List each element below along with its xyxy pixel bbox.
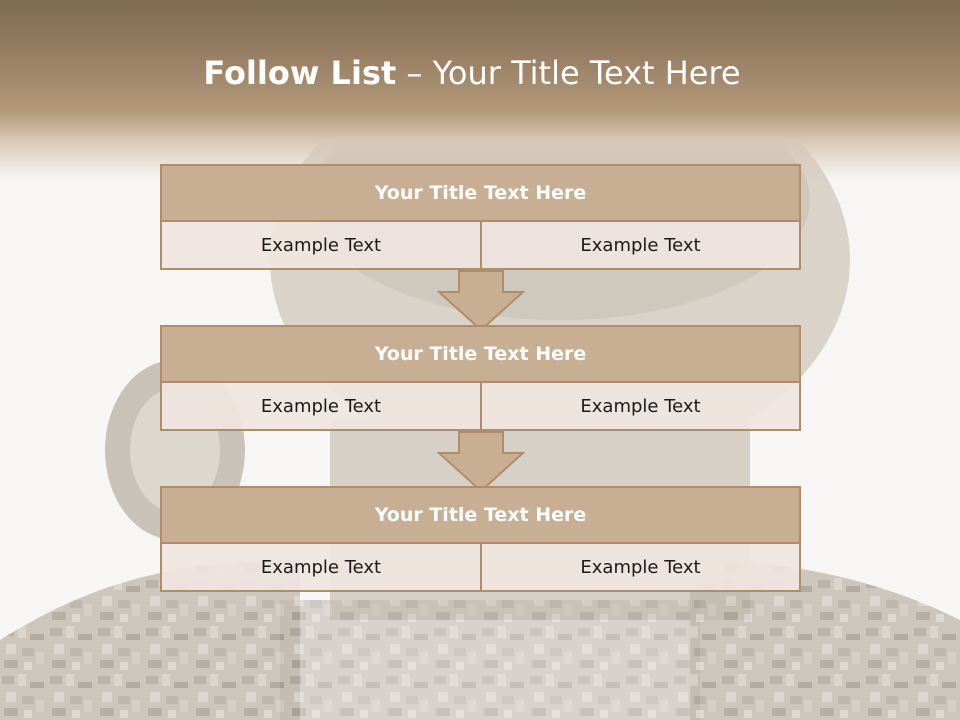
- block-title: Your Title Text Here: [160, 486, 801, 544]
- block-cell-right: Example Text: [480, 542, 801, 592]
- slide-title-bold: Follow List: [203, 54, 397, 92]
- block-title: Your Title Text Here: [160, 164, 801, 222]
- slide-title-rest: Your Title Text Here: [432, 54, 741, 92]
- block-cell-left: Example Text: [160, 381, 482, 431]
- down-arrow-icon: [437, 431, 525, 493]
- block-title: Your Title Text Here: [160, 325, 801, 383]
- block-cell-right: Example Text: [480, 381, 801, 431]
- block-cell-left: Example Text: [160, 542, 482, 592]
- block-cell-right: Example Text: [480, 220, 801, 270]
- block-cell-left: Example Text: [160, 220, 482, 270]
- slide-title-separator: –: [396, 54, 433, 92]
- down-arrow-icon: [437, 270, 525, 332]
- header-band: [0, 0, 960, 180]
- slide-title: Follow List – Your Title Text Here: [0, 54, 944, 92]
